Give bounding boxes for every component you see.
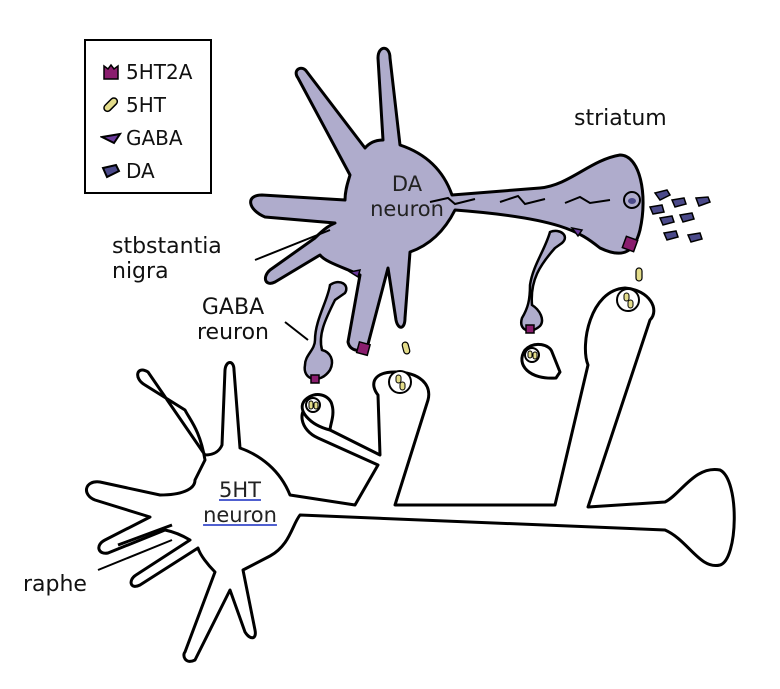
substantia-pointer (254, 229, 331, 261)
gaba-neuron-right (519, 229, 567, 332)
5ht-vesicles-in-terminals (308, 292, 634, 410)
legend-item-gaba: GABA (100, 125, 183, 151)
free-5ht-vesicles (401, 267, 643, 355)
legend-label: DA (126, 159, 155, 183)
pointer-lines (97, 229, 331, 571)
gaba-vesicles (348, 226, 584, 279)
gaba-neuron-left (303, 280, 348, 381)
substantia-nigra-label: stbstantia nigra (112, 234, 222, 284)
striatum-label: striatum (574, 106, 667, 131)
da-vesicles (648, 189, 711, 243)
receptor-5ht2a-icon (103, 63, 119, 80)
gaba-neuron-label-line1: GABA (201, 295, 265, 320)
5ht-neuron (85, 286, 736, 663)
vesicle-da-icon (101, 163, 121, 179)
5ht-neuron-label: 5HT neuron (195, 478, 285, 528)
da-neuron-body (249, 46, 645, 352)
5ht-neuron-body (85, 286, 736, 663)
receptor (355, 340, 372, 357)
da-neuron-label-line2: neuron (370, 197, 444, 221)
da-vesicle (628, 198, 636, 204)
receptor (525, 324, 535, 334)
legend: 5HT2A 5HT GABA DA (84, 39, 212, 194)
da-neuron-label-line1: DA (391, 172, 423, 196)
raphe-pointer (97, 539, 173, 571)
legend-label: 5HT (126, 93, 166, 117)
gaba-neuron-label-line2: reuron (197, 320, 270, 345)
receptor (621, 235, 639, 253)
5ht-neuron-label-line1: 5HT (219, 478, 261, 502)
vesicle-5ht-icon (103, 97, 119, 113)
substantia-nigra-label-line1: stbstantia (112, 234, 222, 259)
substantia-nigra-label-line2: nigra (112, 259, 169, 284)
5ht-neuron-label-line2: neuron (203, 503, 277, 527)
legend-item-5ht: 5HT (100, 92, 166, 118)
5ht2a-receptors (310, 235, 639, 384)
gaba-neuron-label: GABA reuron (197, 295, 269, 345)
da-neuron (249, 46, 645, 352)
raphe-label: raphe (23, 572, 87, 597)
legend-label: GABA (126, 126, 183, 150)
receptor (310, 374, 320, 384)
5ht-neuron-inner-line (117, 523, 173, 547)
vesicle-gaba-icon (100, 132, 122, 145)
legend-item-5ht2a: 5HT2A (100, 59, 192, 85)
gaba-pointer (284, 321, 309, 341)
legend-label: 5HT2A (126, 60, 193, 84)
da-axon-marks (429, 194, 611, 206)
legend-item-da: DA (100, 158, 155, 184)
da-neuron-label: DA neuron (367, 172, 447, 222)
